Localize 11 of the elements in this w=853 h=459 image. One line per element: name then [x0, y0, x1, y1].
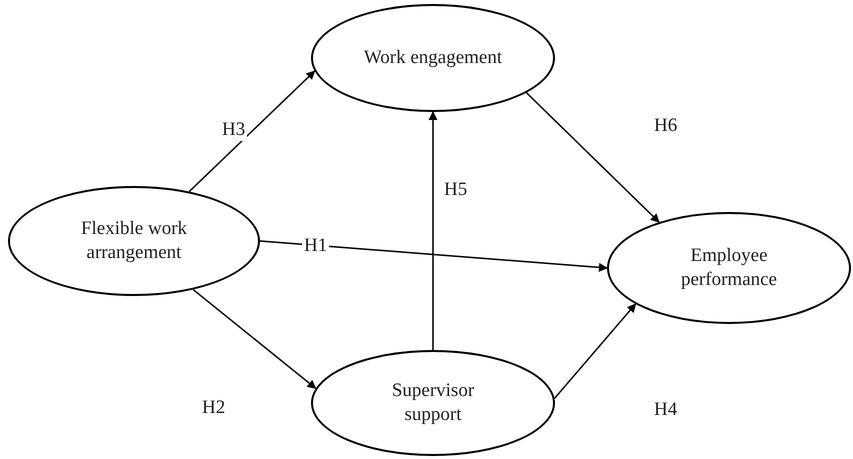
arrow: [428, 111, 438, 350]
construct-label: Work engagement: [364, 46, 502, 70]
arrow: [554, 303, 636, 399]
arrow: [188, 70, 316, 192]
construct-label: Employee performance: [680, 244, 778, 292]
arrow: [526, 92, 660, 223]
construct-label: Supervisor support: [390, 379, 476, 427]
arrow: [192, 288, 316, 389]
arrow: [260, 240, 608, 272]
edge-label: H3: [220, 120, 248, 141]
construct-label: Flexible work arrangement: [80, 217, 188, 265]
